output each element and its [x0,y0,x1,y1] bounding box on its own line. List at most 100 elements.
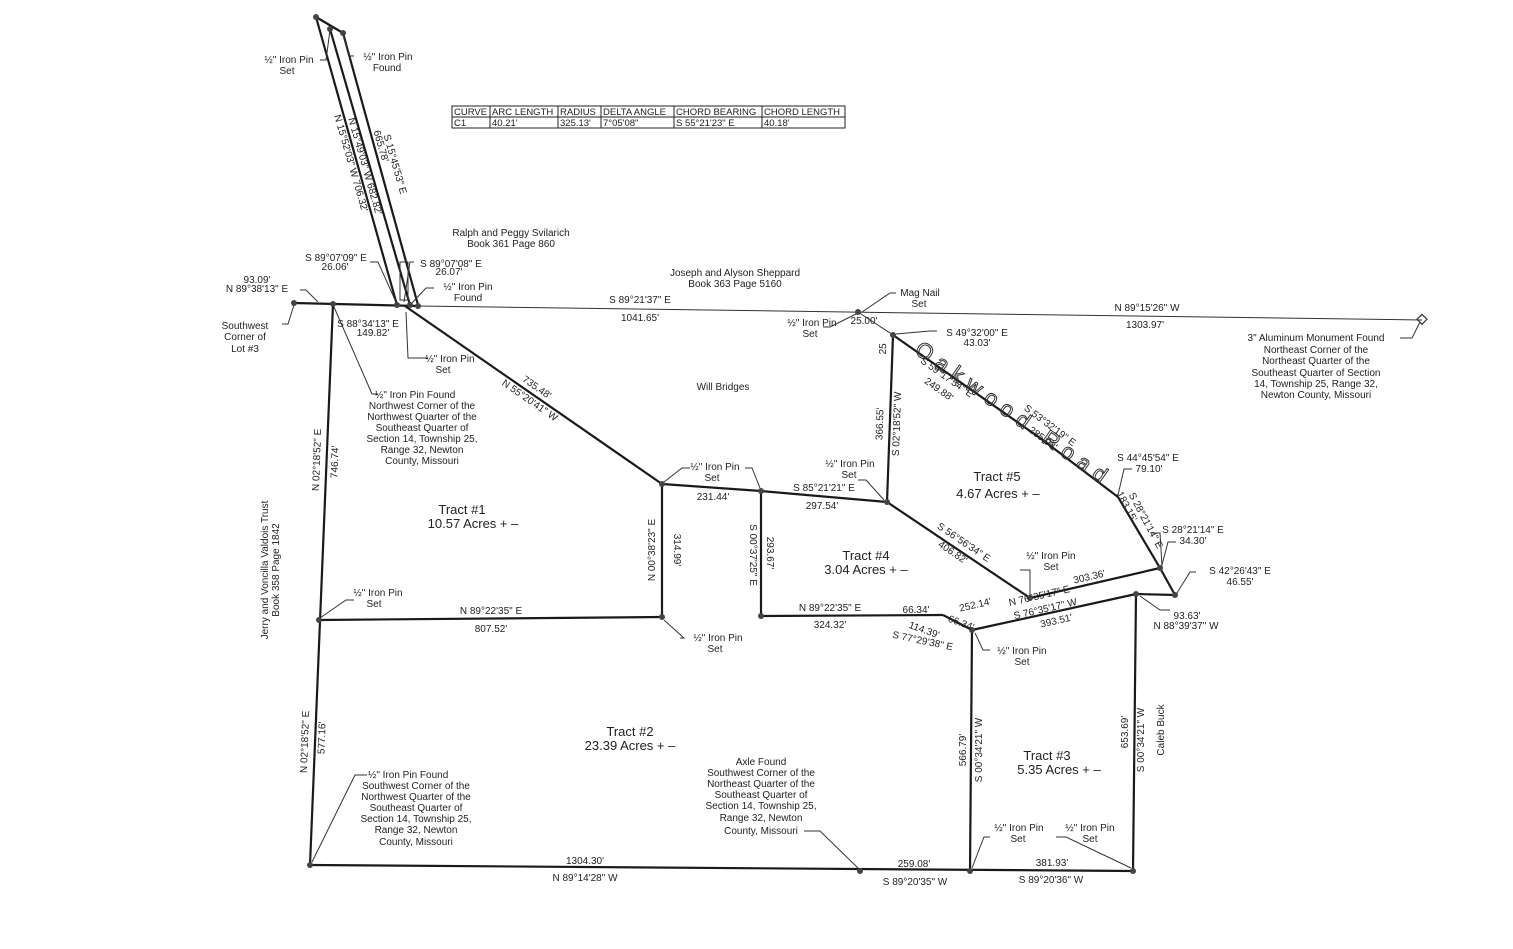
curve-table-cell: 325.13' [560,118,591,129]
curve-table-header: CHORD BEARING [676,107,756,118]
leader-line [320,29,331,61]
call-s-49-32-00: S 49°32'00" E [946,328,1008,339]
pin-marker [1130,868,1136,874]
axle-note-line: Section 14, Township 25, [705,801,816,812]
pin-marker [967,868,973,874]
pin-marker [884,499,890,505]
sw-corner-note-line: Southeast Quarter of [370,803,463,814]
line-324 [760,613,944,618]
aluminum-note-line: Newton County, Missouri [1261,390,1371,401]
tract-3-acres: 5.35 Acres + – [1017,762,1101,777]
pin-set-label: Set [1043,562,1058,573]
pin-marker [327,26,333,32]
call-324-32: 324.32' [814,620,847,631]
nw-corner-note-line: Section 14, Township 25, [366,434,477,445]
curve-table-cell: 7°05'08" [603,118,638,129]
pin-marker [857,868,863,874]
pin-set-label: Set [435,365,450,376]
monument-notes: ½" Iron Pin Found Northwest Corner of th… [222,52,1385,848]
call-43-03: 43.03' [964,338,991,349]
tract-2-name: Tract #2 [606,724,653,739]
aluminum-note-line: Northeast Corner of the [1264,345,1369,356]
tract-2-acres: 23.39 Acres + – [585,738,676,753]
leader-line [319,599,354,619]
owner-bridges: Will Bridges [697,382,750,393]
mag-nail-label: Mag Nail [900,288,939,299]
pin-set-label: Set [841,470,856,481]
tract-1-acres: 10.57 Acres + – [428,516,519,531]
sw-corner-note-line: County, Missouri [379,837,453,848]
pin-set-label: ½" Iron Pin [825,459,874,470]
call-n-89-38-13: N 89°38'13" E [226,284,289,295]
pin-set-label: ½" Iron Pin [997,646,1046,657]
call-93-63: 93.63' [1174,611,1201,622]
line-566 [968,629,974,872]
curve-table-header: CURVE [454,107,487,118]
aluminum-monument-marker [1416,313,1428,326]
pin-set-label: ½" Iron Pin [264,55,313,66]
sw-corner-note-line: Section 14, Township 25, [360,814,471,825]
call-297-54: 297.54' [806,501,839,512]
pin-marker [394,302,400,308]
call-746-74: 746.74' [329,445,341,478]
call-149-82: 149.82' [357,328,390,339]
strip-west-line [314,16,399,306]
leader-line [333,306,378,395]
line-807 [318,615,663,622]
line-406 [886,501,1031,599]
road-line-183 [1117,496,1161,569]
call-n-89-15-26: N 89°15'26" W [1114,303,1180,314]
nw-corner-note-line: Northwest Quarter of the [367,412,477,423]
call-653-69: 653.69' [1120,716,1131,749]
pin-found-label: ½" Iron Pin [363,52,412,63]
pins [291,14,1428,874]
owner-valdois-book: Book 358 Page 1842 [271,523,282,617]
pin-set-label: Set [704,473,719,484]
pin-found-label: ½" Iron Pin [443,282,492,293]
pin-set-label: ½" Iron Pin [425,354,474,365]
pin-marker [659,481,665,487]
leader-line [403,261,414,303]
axle-note-line: Southeast Quarter of [715,790,808,801]
call-381-93: 381.93' [1036,858,1069,869]
leader-line [300,289,319,303]
diagonal-line-735 [404,305,663,485]
pin-set-label: ½" Iron Pin [1065,823,1114,834]
pin-marker [415,303,421,309]
line-653 [1131,593,1138,872]
aluminum-note-line: Northeast Quarter of the [1262,356,1370,367]
curve-table: CURVE ARC LENGTH RADIUS DELTA ANGLE CHOR… [451,105,846,129]
owner-buck: Caleb Buck [1156,703,1167,755]
call-n-02-18-52-b: N 02°18'52" E [299,710,312,773]
call-566-79: 566.79' [958,734,969,767]
leader-line [1139,595,1170,611]
call-s-44-45-54: S 44°45'54" E [1117,453,1179,464]
pin-marker [407,302,413,308]
leader-line [971,836,990,869]
leader-line [311,774,367,863]
leader-line [858,479,885,501]
curve-table-cell: 40.21' [492,118,518,129]
owner-labels: Ralph and Peggy Svilarich Book 361 Page … [260,228,1167,756]
south-line [309,863,1134,873]
leader-line [1020,569,1031,595]
pin-marker [1172,592,1178,598]
leader-line [1161,541,1176,566]
call-293-67: 293.67' [764,537,775,570]
sw-corner-note-line: Northwest Quarter of the [361,792,471,803]
strip-top-line [315,16,344,34]
owner-svilarich-book: Book 361 Page 860 [467,239,555,250]
tract-5-acres: 4.67 Acres + – [956,486,1040,501]
pin-set-label: Set [1082,834,1097,845]
leader-line [823,313,857,328]
aluminum-note-line: 3" Aluminum Monument Found [1248,333,1385,344]
call-66-34-a: 66.34' [903,605,930,616]
nw-corner-note-line: Southeast Quarter of [376,423,469,434]
pin-marker [1157,565,1163,571]
owner-valdois-name: Jerry and Voncilla Valdois Trust [260,500,271,639]
line-303 [1029,566,1161,600]
leader-line [663,467,690,483]
call-231-44: 231.44' [697,492,730,503]
mag-nail-label: Set [911,299,926,310]
call-34-30: 34.30' [1180,536,1207,547]
